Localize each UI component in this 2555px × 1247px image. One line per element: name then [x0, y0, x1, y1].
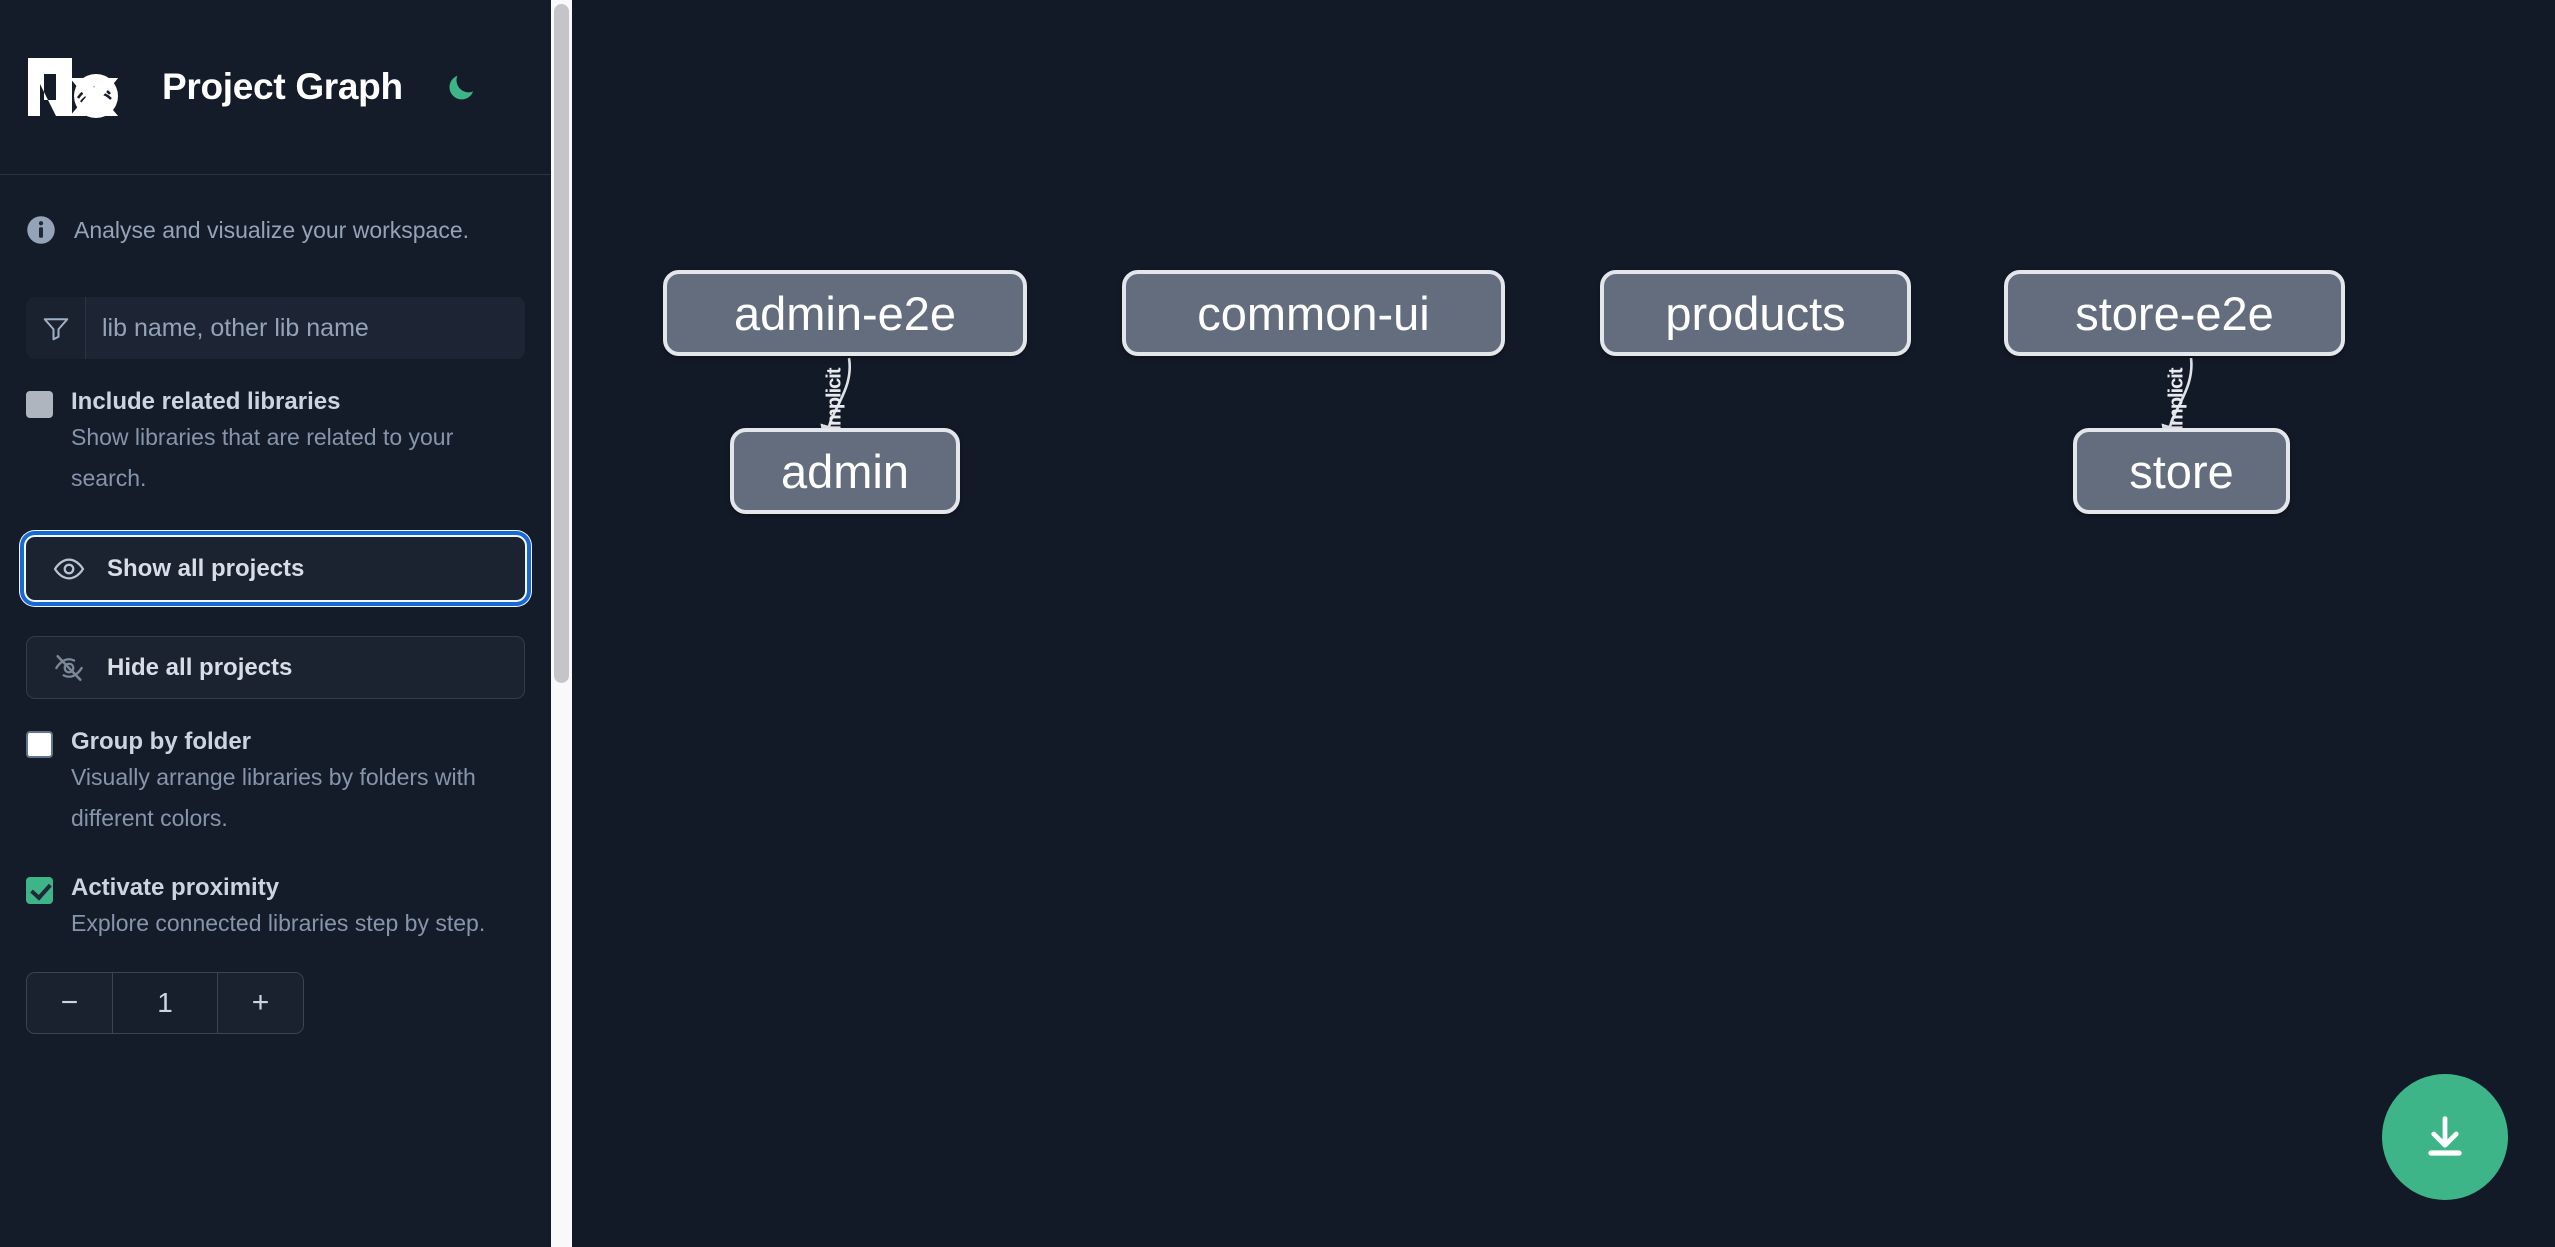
option-description: Visually arrange libraries by folders wi…	[71, 764, 476, 831]
activate-proximity-checkbox[interactable]	[26, 877, 53, 904]
download-graph-button[interactable]	[2382, 1074, 2508, 1200]
show-all-projects-button[interactable]: Show all projects	[20, 531, 531, 606]
moon-icon[interactable]	[441, 67, 481, 107]
projects-button-group: Show all projects Hide all projects	[0, 531, 551, 699]
edge-label-implicit-store: implicit	[2165, 368, 2188, 431]
option-description: Show libraries that are related to your …	[71, 424, 454, 491]
eye-off-icon	[55, 654, 83, 681]
graph-node-admin-e2e[interactable]: admin-e2e	[663, 270, 1027, 356]
graph-node-admin[interactable]: admin	[730, 428, 960, 514]
graph-node-common-ui[interactable]: common-ui	[1122, 270, 1505, 356]
page-title: Project Graph	[162, 66, 403, 107]
graph-node-store-e2e[interactable]: store-e2e	[2004, 270, 2345, 356]
include-related-libraries-checkbox[interactable]	[26, 391, 53, 418]
option-activate-proximity: Activate proximity Explore connected lib…	[0, 873, 551, 944]
option-label: Include related libraries	[71, 388, 341, 415]
sidebar-scrollbar-thumb[interactable]	[554, 4, 569, 683]
proximity-value: 1	[113, 973, 217, 1033]
proximity-increment-button[interactable]: +	[217, 973, 303, 1033]
hide-all-projects-button[interactable]: Hide all projects	[26, 636, 525, 699]
hide-all-projects-label: Hide all projects	[107, 653, 293, 681]
graph-node-products[interactable]: products	[1600, 270, 1911, 356]
edge-label-implicit-admin: implicit	[823, 368, 846, 431]
search-input[interactable]	[86, 297, 525, 359]
graph-node-store[interactable]: store	[2073, 428, 2290, 514]
moon-icon-svg	[449, 75, 473, 100]
option-label: Group by folder	[71, 728, 251, 755]
sidebar-header: Project Graph	[0, 0, 551, 175]
funnel-icon-svg	[43, 318, 68, 341]
info-icon	[27, 216, 55, 244]
nx-logo	[28, 58, 118, 118]
option-include-related-libraries: Include related libraries Show libraries…	[0, 387, 551, 499]
option-description: Explore connected libraries step by step…	[71, 910, 486, 936]
funnel-icon	[26, 297, 86, 359]
proximity-decrement-button[interactable]: −	[27, 973, 113, 1033]
graph-edges	[820, 357, 2193, 444]
download-icon	[2428, 1116, 2462, 1156]
sidebar-tagline: Analyse and visualize your workspace.	[0, 175, 551, 285]
option-label: Activate proximity	[71, 874, 280, 901]
show-all-projects-label: Show all projects	[107, 554, 305, 582]
tagline-text: Analyse and visualize your workspace.	[74, 216, 470, 243]
proximity-stepper: − 1 +	[26, 972, 304, 1034]
graph-canvas[interactable]: implicit implicit admin-e2e common-ui pr…	[572, 0, 2555, 1247]
option-group-by-folder: Group by folder Visually arrange librari…	[0, 727, 551, 839]
group-by-folder-checkbox[interactable]	[26, 731, 53, 758]
filter-row	[26, 297, 525, 359]
eye-icon	[53, 558, 85, 579]
sidebar: Project Graph Analyse and visualize your…	[0, 0, 551, 1247]
